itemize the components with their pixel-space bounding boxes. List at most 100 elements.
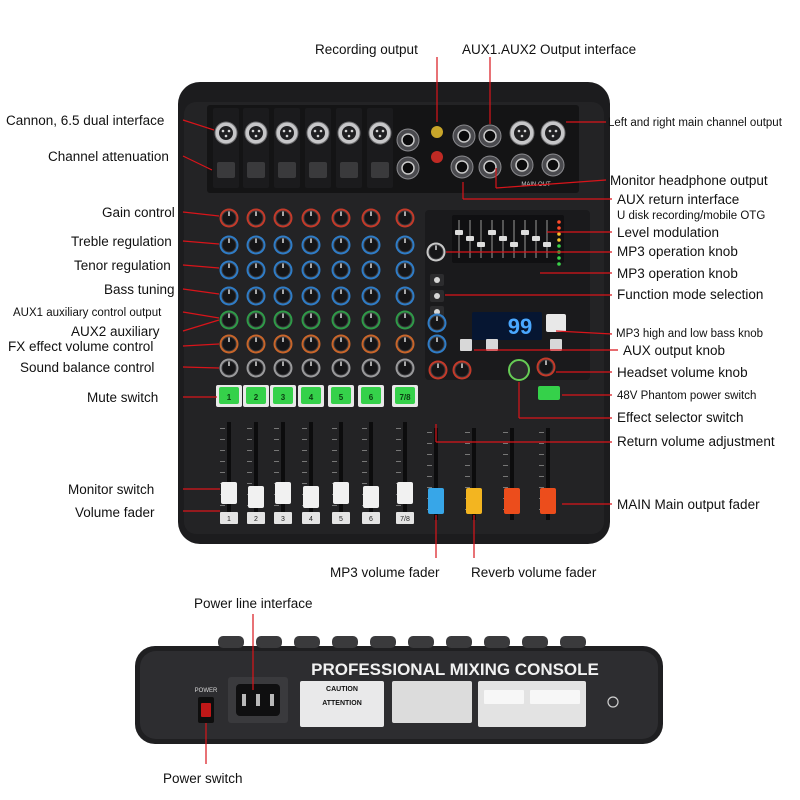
knob-r5-ch2 (248, 312, 264, 328)
mute-switch-6 (361, 387, 381, 404)
xlr-input-1-inner (219, 126, 233, 140)
knob-r5-ch7 (397, 312, 413, 328)
channel-number-4: 4 (309, 516, 313, 523)
fader-tick (465, 487, 470, 488)
knob-r6-ch1 (221, 336, 237, 352)
caution-text: CAUTION (326, 686, 358, 693)
knob-r3-ch6 (363, 262, 379, 278)
label-level-modulation: Level modulation (617, 225, 720, 240)
back-top-knob (332, 636, 358, 648)
caution-label (300, 681, 384, 727)
eq-slider-cap (466, 236, 474, 241)
label-recording-output: Recording output (315, 42, 418, 57)
mute-switch-number-7: 7/8 (399, 393, 411, 402)
knob-r2-ch4 (303, 237, 319, 253)
mp3-high-knob (429, 315, 445, 331)
label-phantom-power: 48V Phantom power switch (617, 390, 757, 402)
mute-switch-number-1: 1 (227, 393, 232, 402)
eq-slider-cap (499, 236, 507, 241)
effect-selector-knob (508, 359, 530, 381)
fader-tick (427, 432, 432, 433)
fader-tick (332, 505, 337, 506)
label-aux-return-interface: AUX return interface (617, 192, 740, 207)
label-monitor-headphone: Monitor headphone output (610, 173, 768, 188)
fader-tick (539, 432, 544, 433)
level-led (557, 238, 561, 242)
main-out-xlr-left-pin (520, 134, 524, 138)
knob-r4-ch4 (303, 288, 319, 304)
knob-r7-ch6 (363, 360, 379, 376)
knob-r1-ch5 (333, 210, 349, 226)
knob-r1-ch7 (397, 210, 413, 226)
fader-tick (539, 487, 544, 488)
line-cannon-dual (182, 119, 215, 131)
fader-tick (503, 454, 508, 455)
fader-track-7 (403, 422, 407, 518)
back-top-knob (218, 636, 244, 648)
mute-switch-4 (301, 387, 321, 404)
xlr-input-5-inner (342, 126, 356, 140)
fader-tick (465, 465, 470, 466)
channel-fader-cap-3 (275, 482, 291, 504)
eq-slider-cap (532, 236, 540, 241)
xlr-input-4-pin (319, 129, 323, 133)
master-fader-track-3 (510, 428, 514, 520)
fader-tick (332, 439, 337, 440)
pad-switch-1 (217, 162, 235, 178)
label-tenor-regulation: Tenor regulation (74, 258, 171, 273)
fader-tick (503, 443, 508, 444)
knob-r1-ch3 (275, 210, 291, 226)
knob-r7-ch3 (275, 360, 291, 376)
fader-tick (539, 443, 544, 444)
back-top-knob (560, 636, 586, 648)
label-udisk-recording: U disk recording/mobile OTG (617, 210, 766, 222)
main-out-xlr-left-pin (517, 129, 521, 133)
back-top-knob (408, 636, 434, 648)
back-top-knob (446, 636, 472, 648)
knob-r5-ch6 (363, 312, 379, 328)
eq-slider-track (480, 220, 482, 258)
function-button-dot-1 (434, 277, 440, 283)
main-out-xlr-left-inner (514, 125, 530, 141)
label-reverb-volume-fader: Reverb volume fader (471, 565, 597, 580)
fader-tick (503, 476, 508, 477)
fader-tick (274, 428, 279, 429)
channel-fader-cap-4 (303, 486, 319, 508)
label-power-line-interface: Power line interface (194, 596, 313, 611)
aux1-output-jack-hole (457, 129, 471, 143)
xlr-input-6-pin (378, 134, 382, 138)
spec-label (392, 681, 472, 723)
master-fader-cap-1 (428, 488, 444, 514)
label-power-switch: Power switch (163, 771, 243, 786)
mode-icon-1 (460, 339, 472, 351)
eq-slider-track (458, 220, 460, 258)
power-label: POWER (195, 688, 218, 694)
level-led (557, 256, 561, 260)
label-gain-control: Gain control (102, 205, 175, 220)
label-mp3-knob-1: MP3 operation knob (617, 244, 738, 259)
eq-slider-cap (510, 242, 518, 247)
main-out-jack-right-hole (546, 158, 560, 172)
back-top-knob (294, 636, 320, 648)
mute-switch-number-2: 2 (254, 393, 259, 402)
line-tenor (182, 264, 220, 269)
knob-r2-ch6 (363, 237, 379, 253)
knob-r3-ch2 (248, 262, 264, 278)
eq-slider-cap (477, 242, 485, 247)
fader-tick (247, 428, 252, 429)
level-led (557, 220, 561, 224)
channel-fader-cap-7 (397, 482, 413, 504)
knob-r2-ch7 (397, 237, 413, 253)
label-main-output-fader: MAIN Main output fader (617, 497, 760, 512)
label-headset-volume: Headset volume knob (617, 365, 748, 380)
fader-track-4 (309, 422, 313, 518)
fader-tick (362, 428, 367, 429)
monitor-switch-6 (362, 512, 380, 524)
attention-text: ATTENTION (322, 700, 362, 707)
fader-tick (302, 472, 307, 473)
line-aux2-auxiliary (182, 319, 220, 332)
fader-tick (465, 432, 470, 433)
knob-r1-ch2 (248, 210, 264, 226)
knob-r3-ch5 (333, 262, 349, 278)
knob-r6-ch5 (333, 336, 349, 352)
